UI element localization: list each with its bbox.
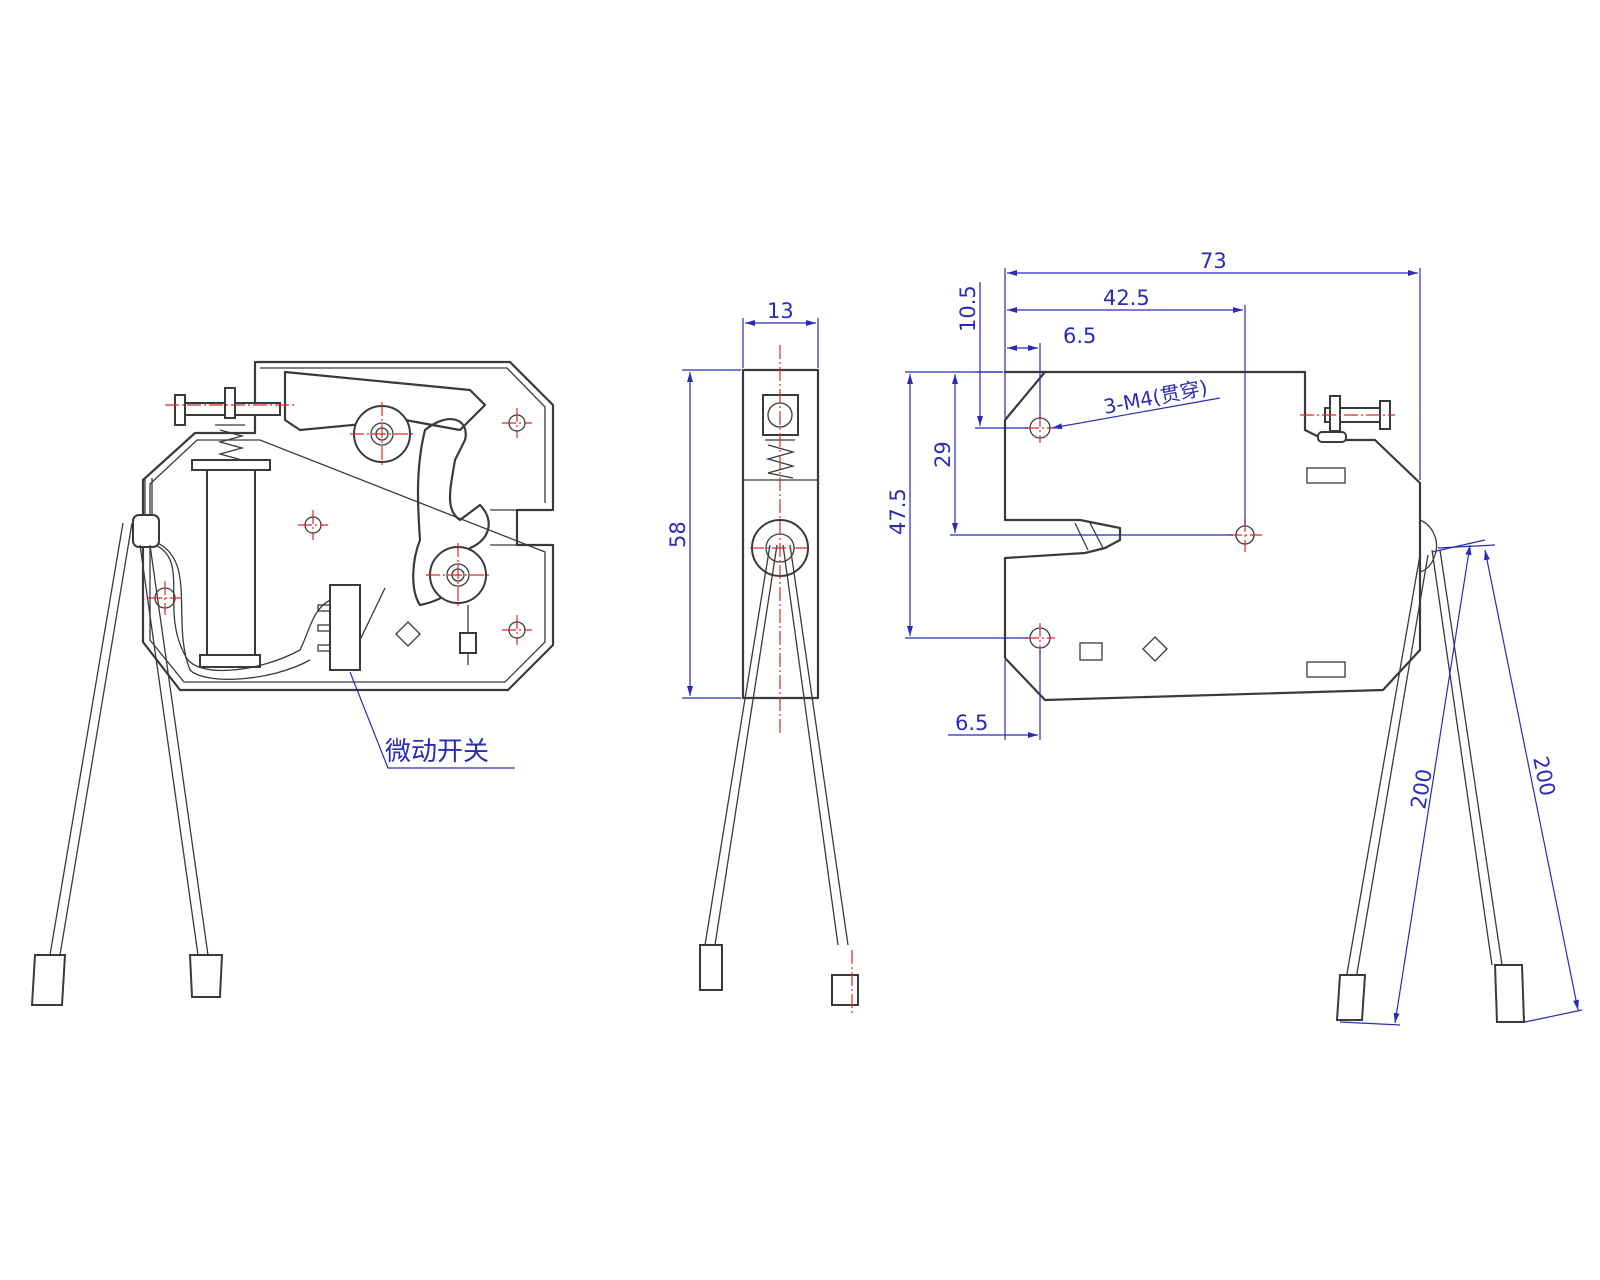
solenoid-base — [199, 654, 261, 668]
back-slot-lower — [1306, 661, 1346, 678]
dim-text-47-5: 47.5 — [886, 488, 910, 535]
back-diamond-marker — [1142, 636, 1168, 662]
back-bolt-washer — [1317, 431, 1347, 443]
connector-right — [188, 954, 224, 998]
side-view: 13 58 — [666, 299, 859, 1015]
microswitch-body — [329, 584, 361, 671]
coil-spring — [215, 424, 245, 461]
back-connector-right — [1493, 964, 1526, 1023]
dim-text-13: 13 — [767, 299, 794, 323]
side-connector-right — [831, 974, 859, 1006]
microswitch-terminal-3 — [317, 644, 331, 652]
side-wire-left-a — [704, 544, 771, 946]
dim-text-73: 73 — [1200, 249, 1227, 273]
latch-slot — [490, 509, 517, 546]
dim-line-200-a — [1393, 544, 1472, 1024]
lead-wire-right-a — [139, 544, 199, 956]
lead-wire-left-a — [49, 522, 124, 956]
ext-line — [1437, 544, 1496, 549]
internal-wire-1 — [154, 544, 331, 672]
plunger-nut — [224, 387, 236, 419]
back-bolt-nut — [1329, 395, 1341, 432]
back-wire-left-a — [1344, 554, 1421, 986]
stop-pin — [459, 632, 477, 654]
dim-text-200-a: 200 — [1406, 767, 1437, 811]
dim-text-42-5: 42.5 — [1103, 286, 1150, 310]
front-housing — [141, 360, 555, 692]
solenoid-body — [206, 469, 256, 656]
microswitch-lever — [359, 587, 386, 641]
dim-text-6-5-bottom: 6.5 — [955, 711, 988, 735]
internal-wire-2 — [149, 539, 311, 680]
side-wire-right-a — [782, 544, 839, 946]
cable-stub — [144, 478, 153, 515]
microswitch-label: 微动开关 — [385, 737, 489, 767]
dim-line-200-b — [1484, 549, 1579, 1011]
dim-text-58: 58 — [666, 521, 690, 548]
diamond-marker — [395, 621, 421, 647]
microswitch-leader — [349, 671, 515, 769]
plunger-bolt-head — [174, 394, 186, 426]
dim-text-10-5: 10.5 — [956, 285, 980, 332]
thread-leader — [1051, 397, 1221, 430]
ext-line — [1339, 1021, 1401, 1026]
thread-note: 3-M4(贯穿) — [1101, 375, 1209, 419]
cable-grommet — [132, 514, 160, 548]
back-square-window — [1079, 642, 1103, 661]
pivot-hole-upper — [370, 422, 394, 446]
pivot-hole-lower — [446, 563, 470, 587]
back-slot-upper — [1306, 467, 1346, 484]
back-wire-right-a — [1431, 549, 1493, 966]
back-view: 73 42.5 6.5 10.5 29 47.5 6.5 3-M4(贯穿) — [886, 249, 1583, 1026]
rotary-latch — [412, 418, 490, 607]
microswitch-terminal-2 — [317, 624, 331, 632]
dim-text-200-b: 200 — [1528, 754, 1560, 798]
dim-text-29: 29 — [931, 441, 955, 468]
lead-wire-right-b — [149, 544, 209, 956]
solenoid-frame — [191, 459, 271, 471]
lead-wire-left-b — [59, 522, 133, 956]
back-connector-left — [1335, 974, 1367, 1021]
side-connector-left — [699, 944, 723, 991]
front-view: 微动开关 — [30, 360, 555, 1006]
back-wire-right-b — [1439, 549, 1503, 966]
dim-text-6-5-top: 6.5 — [1063, 324, 1096, 348]
ext-line — [1524, 1009, 1583, 1023]
connector-left — [30, 954, 67, 1006]
front-housing-inner — [149, 367, 546, 683]
side-wire-right-b — [789, 544, 849, 946]
side-wire-left-b — [714, 544, 778, 946]
